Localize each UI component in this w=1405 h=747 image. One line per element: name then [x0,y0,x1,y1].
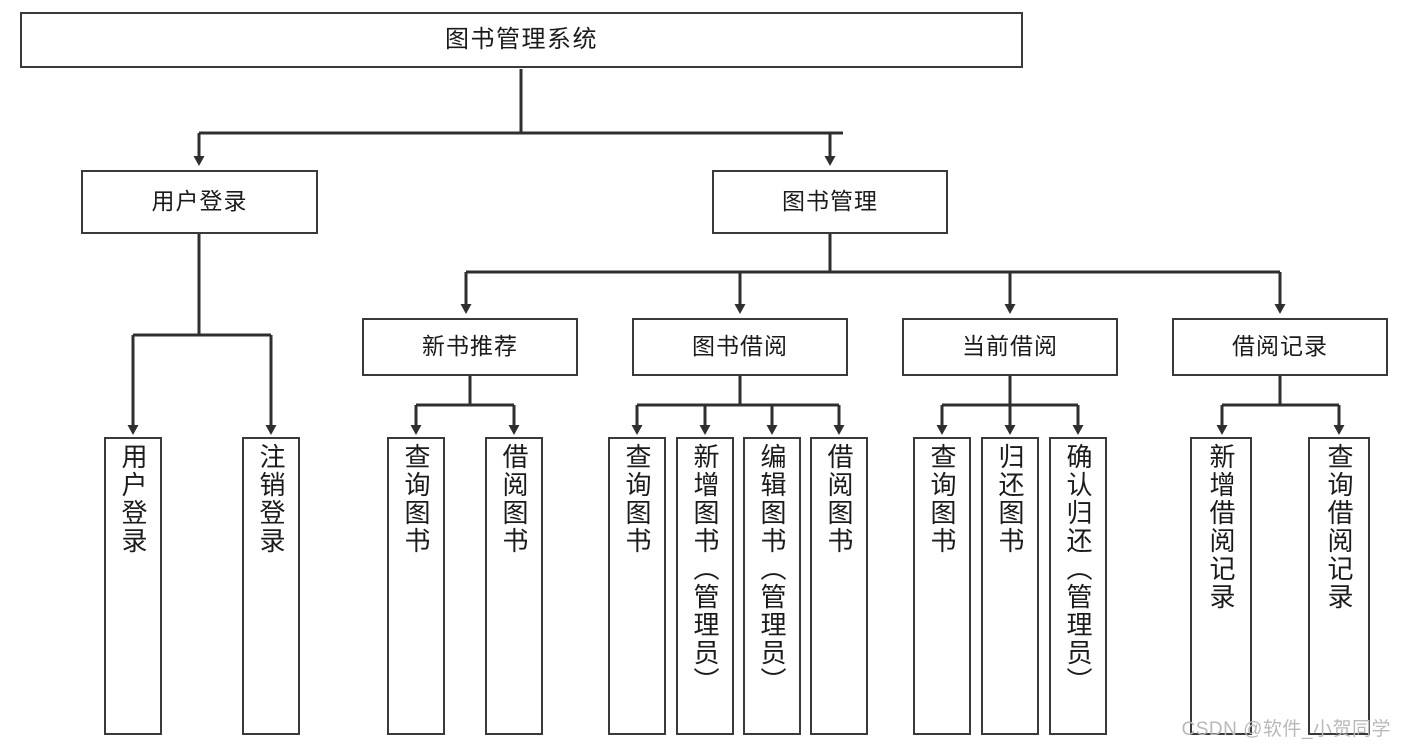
node-label: 图书借阅 [692,333,788,360]
leaf-book-borrow-query[interactable]: 查询图书 [608,437,666,735]
node-label: 用户登录 [118,443,148,555]
leaf-book-borrow-edit[interactable]: 编辑图书（管理员） [743,437,801,735]
node-current-borrow[interactable]: 当前借阅 [902,318,1118,376]
leaf-user-login-signout[interactable]: 注销登录 [242,437,300,735]
node-new-book-recommend[interactable]: 新书推荐 [362,318,578,376]
watermark: CSDN @软件_小贺同学 [1181,719,1391,740]
leaf-book-borrow-lend[interactable]: 借阅图书 [810,437,868,735]
leaf-current-borrow-query[interactable]: 查询图书 [913,437,971,735]
node-label: 确认归还（管理员） [1063,443,1093,695]
node-label: 新增图书（管理员） [690,443,720,695]
node-label: 借阅图书 [499,443,529,555]
node-book-management[interactable]: 图书管理 [712,170,948,234]
node-label: 查询图书 [622,443,652,555]
node-label: 查询借阅记录 [1324,443,1354,611]
node-label: 归还图书 [995,443,1025,555]
node-label: 图书管理系统 [445,25,598,53]
node-label: 借阅图书 [824,443,854,555]
leaf-book-borrow-add[interactable]: 新增图书（管理员） [676,437,734,735]
leaf-current-borrow-return[interactable]: 归还图书 [981,437,1039,735]
leaf-new-book-query[interactable]: 查询图书 [387,437,445,735]
node-label: 新增借阅记录 [1206,443,1236,611]
leaf-current-borrow-confirm[interactable]: 确认归还（管理员） [1049,437,1107,735]
node-borrow-record[interactable]: 借阅记录 [1172,318,1388,376]
leaf-borrow-record-add[interactable]: 新增借阅记录 [1190,437,1252,735]
node-label: 用户登录 [151,188,248,215]
node-label: 借阅记录 [1232,333,1328,360]
leaf-borrow-record-query[interactable]: 查询借阅记录 [1308,437,1370,735]
node-user-login[interactable]: 用户登录 [81,170,318,234]
leaf-user-login-signin[interactable]: 用户登录 [104,437,162,735]
node-label: 查询图书 [927,443,957,555]
node-label: 图书管理 [782,188,878,215]
node-root-system[interactable]: 图书管理系统 [20,12,1023,68]
node-label: 当前借阅 [962,333,1058,360]
node-label: 注销登录 [256,443,286,555]
node-label: 编辑图书（管理员） [757,443,787,695]
node-book-borrow[interactable]: 图书借阅 [632,318,848,376]
node-label: 新书推荐 [422,333,518,360]
node-label: 查询图书 [401,443,431,555]
leaf-new-book-borrow[interactable]: 借阅图书 [485,437,543,735]
